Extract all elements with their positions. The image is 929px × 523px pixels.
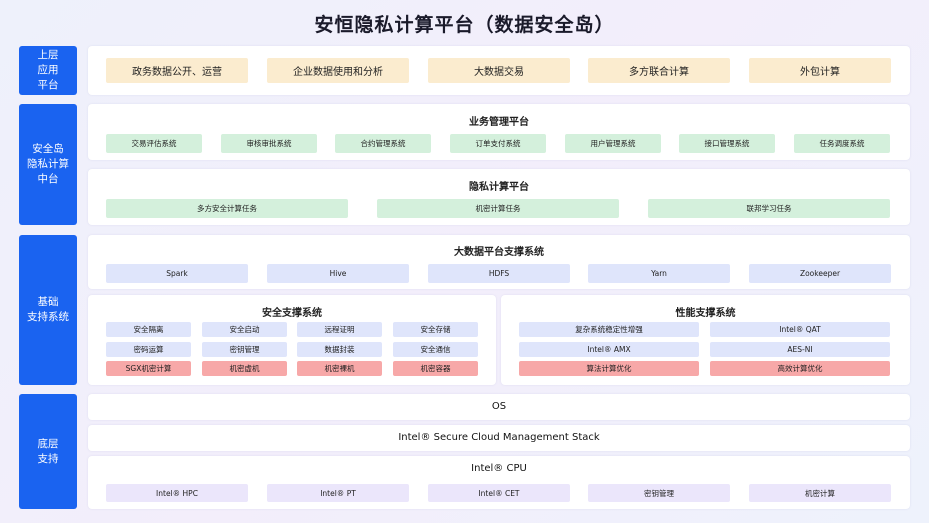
security-item: 机密容器 [393,361,478,376]
app-item: 企业数据使用和分析 [267,58,409,83]
privacy-item: 联邦学习任务 [648,199,890,218]
privacy-item: 多方安全计算任务 [106,199,348,218]
business-item: 审核审批系统 [221,134,317,153]
security-item: 安全存储 [393,322,478,337]
privacy-item: 机密计算任务 [377,199,619,218]
page-title: 安恒隐私计算平台（数据安全岛） [314,14,615,36]
performance-item: Intel® AMX [519,342,699,357]
security-panel: 安全支撑系统 安全隔离 安全启动 远程证明 安全存储 密码运算 密钥管理 数据封… [88,295,496,385]
business-item: 交易评估系统 [106,134,202,153]
stack-panel: Intel® Secure Cloud Management Stack [88,425,910,451]
os-panel: OS [88,394,910,420]
business-item: 接口管理系统 [679,134,775,153]
os-label: OS [491,401,507,412]
business-title: 业务管理平台 [469,117,529,128]
business-item: 用户管理系统 [565,134,661,153]
security-item: 密钥管理 [202,342,287,357]
bigdata-panel: 大数据平台支撑系统 Spark Hive HDFS Yarn Zookeeper [88,235,910,289]
cpu-item: Intel® PT [267,484,409,502]
performance-item: 复杂系统稳定性增强 [519,322,699,337]
performance-title: 性能支撑系统 [675,308,736,319]
security-item: 安全隔离 [106,322,191,337]
stack-label: Intel® Secure Cloud Management Stack [398,432,600,443]
business-item: 订单支付系统 [450,134,546,153]
privacy-title: 隐私计算平台 [469,182,529,193]
cpu-label: Intel® CPU [471,463,527,474]
performance-item: 算法计算优化 [519,361,699,376]
app-item: 大数据交易 [428,58,570,83]
app-item: 多方联合计算 [588,58,730,83]
security-item: SGX机密计算 [106,361,191,376]
bigdata-item: Yarn [588,264,730,283]
business-panel: 业务管理平台 交易评估系统 审核审批系统 合约管理系统 订单支付系统 用户管理系… [88,104,910,160]
app-item: 政务数据公开、运营 [106,58,248,83]
business-item: 合约管理系统 [335,134,431,153]
bigdata-item: HDFS [428,264,570,283]
side-label-bottom: 底层 支持 [19,394,77,509]
side-label-base: 基础 支持系统 [19,235,77,385]
cpu-item: 密钥管理 [588,484,730,502]
business-item: 任务调度系统 [794,134,890,153]
security-title: 安全支撑系统 [262,308,322,319]
performance-panel: 性能支撑系统 复杂系统稳定性增强 Intel® QAT Intel® AMX A… [501,295,910,385]
performance-item: AES-NI [710,342,890,357]
security-item: 数据封装 [297,342,382,357]
side-label-middle: 安全岛 隐私计算 中台 [19,104,77,225]
security-item: 机密虚机 [202,361,287,376]
security-item: 远程证明 [297,322,382,337]
cpu-item: Intel® CET [428,484,570,502]
bigdata-item: Zookeeper [749,264,891,283]
cpu-panel: Intel® CPU Intel® HPC Intel® PT Intel® C… [88,456,910,509]
cpu-item: Intel® HPC [106,484,248,502]
privacy-panel: 隐私计算平台 多方安全计算任务 机密计算任务 联邦学习任务 [88,169,910,225]
performance-item: Intel® QAT [710,322,890,337]
bigdata-title: 大数据平台支撑系统 [454,247,544,258]
security-item: 安全通信 [393,342,478,357]
security-item: 密码运算 [106,342,191,357]
cpu-item: 机密计算 [749,484,891,502]
app-item: 外包计算 [749,58,891,83]
security-item: 机密裸机 [297,361,382,376]
app-layer-panel: 政务数据公开、运营 企业数据使用和分析 大数据交易 多方联合计算 外包计算 [88,46,910,95]
security-item: 安全启动 [202,322,287,337]
performance-item: 高效计算优化 [710,361,890,376]
side-label-app: 上层 应用 平台 [19,46,77,95]
bigdata-item: Hive [267,264,409,283]
bigdata-item: Spark [106,264,248,283]
